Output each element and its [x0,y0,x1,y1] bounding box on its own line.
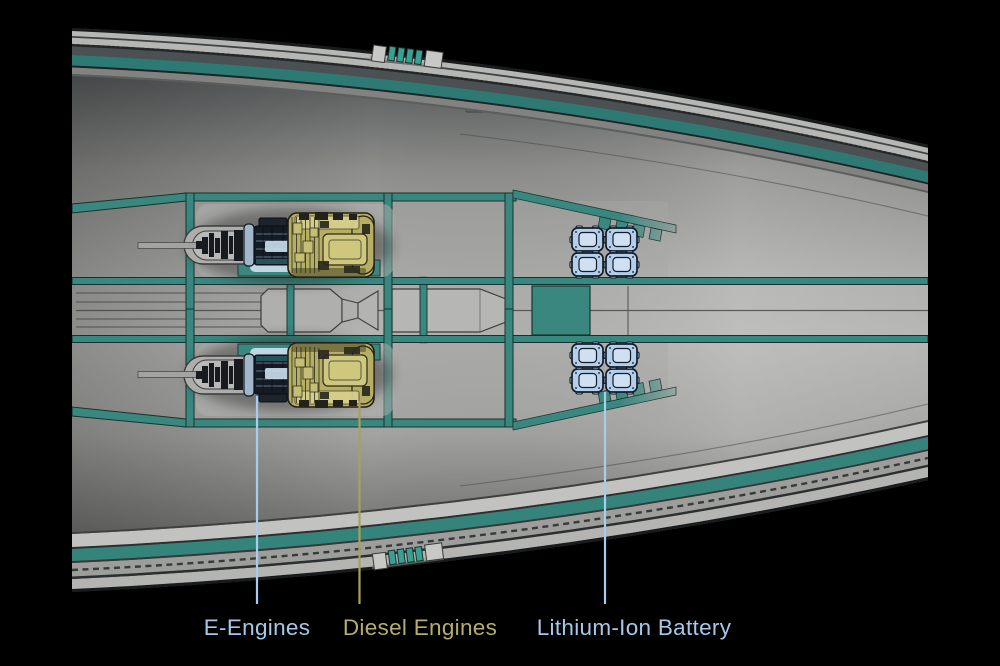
sheer-stripe-bottom [72,437,928,561]
hull-shell-top [71,28,929,193]
letterbox-left [0,0,72,666]
sheer-stripe-top [72,55,928,183]
deck-cleat-bottom [371,542,445,571]
hull-scene [72,28,928,604]
hull-shell-bottom [71,420,929,592]
letterbox-right [928,0,1000,666]
keel-girder [76,276,928,344]
deck-cleat-top [369,44,444,70]
keel-teal-block [531,285,591,336]
